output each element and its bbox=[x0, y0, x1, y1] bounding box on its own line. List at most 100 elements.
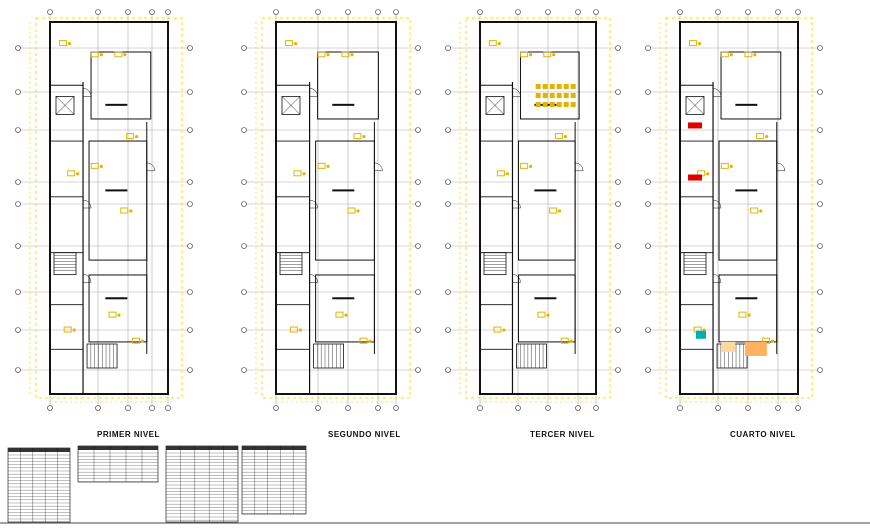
axis-bubble-right bbox=[415, 45, 421, 51]
plan-title-segundo: SEGUNDO NIVEL bbox=[328, 430, 401, 439]
axis-bubble-left bbox=[445, 179, 451, 185]
axis-bubble-left bbox=[15, 45, 21, 51]
axis-bubble-left bbox=[645, 45, 651, 51]
chair bbox=[76, 172, 80, 176]
axis-bubble-top bbox=[795, 9, 801, 15]
axis-bubble-top bbox=[125, 9, 131, 15]
axis-bubble-right bbox=[615, 201, 621, 207]
axis-bubble-top bbox=[575, 9, 581, 15]
chair bbox=[99, 53, 103, 57]
furniture bbox=[353, 133, 362, 140]
axis-bubble-left bbox=[645, 289, 651, 295]
room-label-mark bbox=[105, 103, 128, 106]
room-outline bbox=[517, 140, 576, 261]
plan-tercer bbox=[445, 9, 621, 411]
axis-bubble-right bbox=[615, 327, 621, 333]
door-swing bbox=[146, 162, 156, 172]
axis-bubble-left bbox=[241, 367, 247, 373]
axis-bubble-left bbox=[15, 243, 21, 249]
axis-bubble-left bbox=[445, 289, 451, 295]
furniture bbox=[120, 207, 129, 214]
axis-bubble-bottom bbox=[677, 405, 683, 411]
furniture bbox=[126, 133, 135, 140]
chair bbox=[135, 135, 139, 139]
table-header bbox=[8, 448, 70, 452]
door-swing bbox=[512, 274, 521, 283]
axis-bubble-top bbox=[393, 9, 399, 15]
axis-bubble-left bbox=[15, 367, 21, 373]
legend-tables bbox=[7, 445, 307, 523]
axis-bubble-left bbox=[15, 89, 21, 95]
axis-bubble-bottom bbox=[545, 405, 551, 411]
furniture bbox=[549, 207, 558, 214]
furniture bbox=[520, 162, 529, 169]
dimension-frame bbox=[261, 17, 411, 399]
chair bbox=[344, 313, 348, 317]
axis-bubble-left bbox=[645, 127, 651, 133]
dimension-frame bbox=[465, 17, 611, 399]
axis-bubble-right bbox=[817, 89, 823, 95]
axis-bubble-top bbox=[545, 9, 551, 15]
furniture bbox=[317, 51, 326, 58]
orange-furniture bbox=[744, 341, 767, 356]
axis-bubble-left bbox=[241, 45, 247, 51]
plan-title-cuarto: CUARTO NIVEL bbox=[730, 430, 796, 439]
axis-bubble-right bbox=[615, 367, 621, 373]
axis-bubble-right bbox=[817, 289, 823, 295]
furniture bbox=[63, 326, 72, 333]
chair bbox=[350, 53, 354, 57]
plan-primer bbox=[15, 9, 193, 411]
axis-bubble-left bbox=[15, 289, 21, 295]
furniture bbox=[114, 51, 123, 58]
stair bbox=[683, 252, 707, 276]
elevator-cross bbox=[485, 96, 505, 115]
door-swing bbox=[83, 199, 92, 209]
dimension-frame bbox=[665, 17, 813, 399]
chair bbox=[753, 53, 757, 57]
furniture bbox=[289, 326, 298, 333]
axis-bubble-left bbox=[241, 179, 247, 185]
auditorium-seat bbox=[563, 102, 569, 107]
axis-bubble-left bbox=[241, 327, 247, 333]
table-frame bbox=[7, 447, 71, 523]
axis-bubble-right bbox=[415, 289, 421, 295]
door-swing bbox=[309, 88, 318, 97]
axis-bubble-bottom bbox=[477, 405, 483, 411]
axis-bubble-top bbox=[477, 9, 483, 15]
chair bbox=[765, 135, 769, 139]
schedule-table bbox=[241, 445, 307, 515]
furniture bbox=[285, 40, 294, 47]
door-swing bbox=[713, 88, 722, 97]
chair bbox=[729, 164, 733, 168]
axis-bubble-left bbox=[445, 201, 451, 207]
chair bbox=[697, 42, 702, 46]
orange-furniture bbox=[721, 341, 736, 352]
axis-bubble-right bbox=[187, 45, 193, 51]
axis-bubble-right bbox=[817, 179, 823, 185]
auditorium-seat bbox=[535, 93, 541, 98]
chair bbox=[552, 53, 556, 57]
axis-bubble-right bbox=[415, 367, 421, 373]
chair bbox=[529, 53, 533, 57]
stair bbox=[279, 252, 303, 276]
axis-bubble-right bbox=[615, 179, 621, 185]
axis-bubble-top bbox=[345, 9, 351, 15]
auditorium-seat bbox=[542, 93, 548, 98]
furniture bbox=[520, 51, 529, 58]
axis-bubble-left bbox=[15, 201, 21, 207]
room-label-mark bbox=[332, 189, 355, 192]
room-outline bbox=[315, 140, 375, 261]
axis-bubble-left bbox=[645, 179, 651, 185]
room-label-mark bbox=[534, 297, 557, 300]
furniture bbox=[132, 337, 141, 344]
axis-bubble-left bbox=[645, 243, 651, 249]
axis-bubble-bottom bbox=[515, 405, 521, 411]
axis-bubble-bottom bbox=[575, 405, 581, 411]
furniture bbox=[744, 51, 753, 58]
chair bbox=[129, 209, 133, 213]
furniture bbox=[108, 311, 117, 318]
room-label-mark bbox=[105, 189, 128, 192]
furniture bbox=[293, 170, 302, 177]
table-header bbox=[166, 446, 238, 450]
